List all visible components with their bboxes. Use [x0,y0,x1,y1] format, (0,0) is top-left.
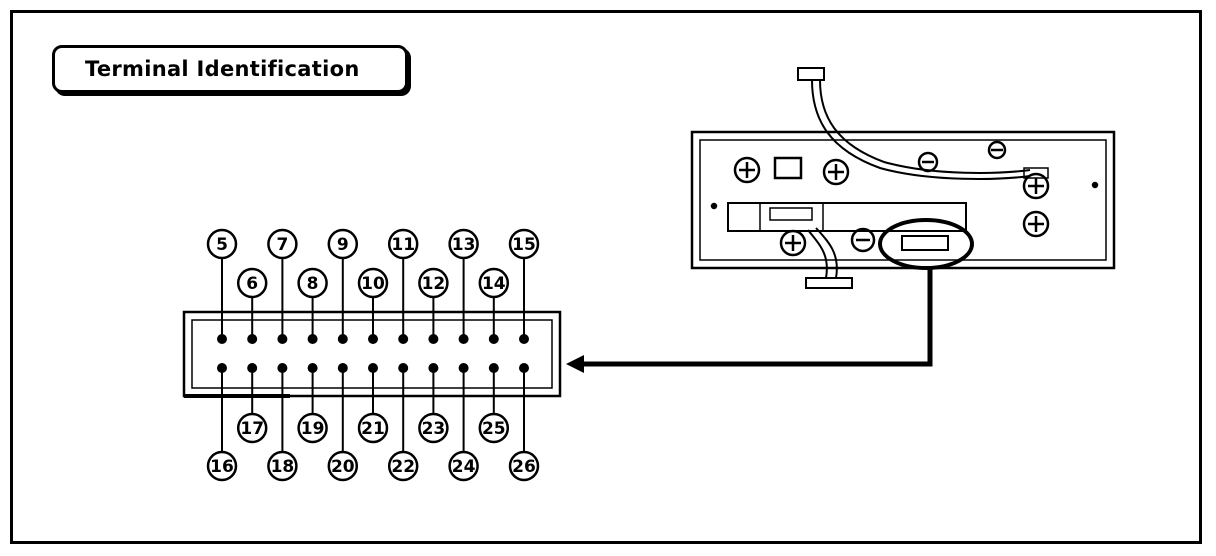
terminal-number-26: 26 [512,457,536,477]
terminal-number-25: 25 [482,419,506,439]
terminal-number-16: 16 [210,457,234,477]
terminal-number-20: 20 [331,457,355,477]
terminal-circle-6 [236,267,268,299]
terminal-circle-25 [478,412,510,444]
terminal-circle-13 [448,228,479,260]
terminal-circle-12 [418,267,449,299]
terminal-number-22: 22 [391,457,415,477]
terminal-circle-8 [297,267,328,299]
diagram-title: Terminal Identification [85,57,360,81]
terminal-number-10: 10 [361,274,385,294]
terminal-labels: 5 7 9 11 13 15 6 8 10 12 14 17 19 21 23 25 16 18 20 22 24 26 [206,228,540,482]
terminal-circle-17 [236,412,268,444]
terminal-number-18: 18 [271,457,295,477]
terminal-number-23: 23 [422,419,446,439]
terminal-circle-24 [448,450,479,482]
pins-layer [217,258,529,452]
terminal-number-17: 17 [240,419,264,439]
terminal-circle-9 [327,228,359,260]
terminal-number-7: 7 [276,235,288,255]
terminal-circle-5 [206,228,238,260]
terminal-circle-16 [206,450,238,482]
terminal-circle-26 [508,450,540,482]
terminal-circle-20 [327,450,359,482]
terminal-number-21: 21 [361,419,385,439]
terminal-circle-23 [418,412,449,444]
terminal-circle-15 [508,228,540,260]
device-rear-panel [690,67,1116,289]
terminal-number-15: 15 [512,235,536,255]
terminal-number-19: 19 [301,419,325,439]
diagram-frame [10,10,1202,544]
terminal-circle-7 [267,228,298,260]
terminal-number-24: 24 [452,457,476,477]
terminal-number-11: 11 [391,235,415,255]
connection-arrow [566,268,933,373]
terminal-number-13: 13 [452,235,476,255]
terminal-number-12: 12 [422,274,446,294]
terminal-circle-10 [357,267,389,299]
terminal-number-8: 8 [307,274,319,294]
terminal-circle-14 [478,267,510,299]
title-box: Terminal Identification [52,45,408,93]
terminal-number-9: 9 [337,235,349,255]
terminal-circle-19 [297,412,328,444]
terminal-number-14: 14 [482,274,506,294]
terminal-circle-22 [387,450,419,482]
terminal-number-6: 6 [246,274,258,294]
terminal-number-5: 5 [216,235,228,255]
terminal-circle-11 [387,228,419,260]
terminal-circle-18 [267,450,298,482]
terminal-circle-21 [357,412,389,444]
